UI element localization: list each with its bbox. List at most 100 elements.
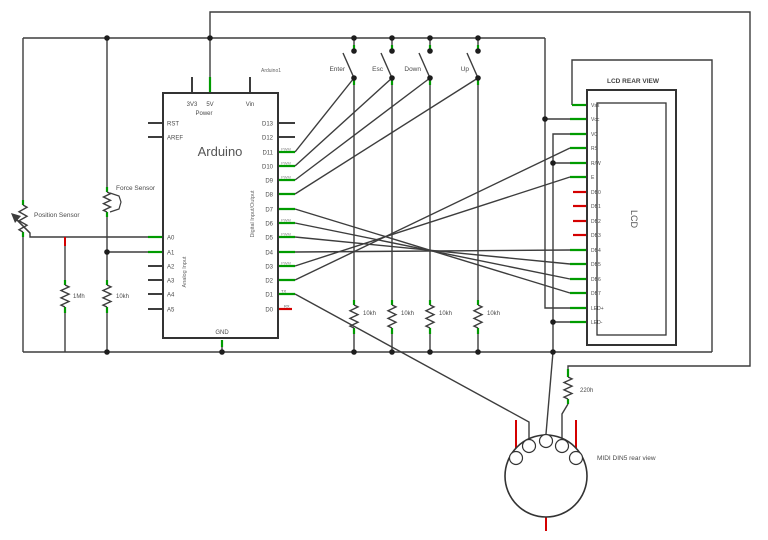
resistor-10kh-left[interactable]: [101, 284, 113, 308]
junction-dot: [427, 349, 433, 355]
arduino-designator: Arduino1: [261, 68, 281, 74]
pin-label-a4: A4: [167, 293, 175, 299]
wire-d2-rs: [294, 147, 571, 281]
junction-dot: [351, 75, 357, 81]
lcd-pin-rw: R/W: [591, 161, 601, 167]
junction-dot: [550, 349, 556, 355]
lcd-pin-ledplus: LED+: [591, 306, 604, 312]
switch-up-lever[interactable]: [466, 52, 479, 79]
lcd-pin-vss: Vss: [591, 103, 600, 109]
junction-dot: [351, 35, 357, 41]
r220h-label: 220h: [580, 388, 593, 394]
lcd-screen-label: LCD: [629, 210, 639, 229]
midi-pin4: [554, 438, 570, 454]
junction-dot: [389, 48, 395, 54]
lcd-pin-vcc: Vcc: [591, 117, 600, 123]
pin-label-vin: Vin: [246, 102, 255, 108]
pin-label-d10: D10: [262, 165, 274, 171]
position-sensor-arrow: [12, 215, 31, 234]
switch-esc-lever[interactable]: [380, 52, 393, 79]
force-sensor-body[interactable]: [101, 191, 113, 213]
arduino-box[interactable]: [162, 92, 279, 339]
pin-label-d12: D12: [262, 136, 274, 142]
junction-dot: [207, 35, 213, 41]
junction-dot: [389, 75, 395, 81]
junction-dot: [550, 160, 556, 166]
pin-label-a1: A1: [167, 251, 175, 257]
pin-label-d7: D7: [265, 208, 273, 214]
junction-dot: [104, 349, 110, 355]
button-label-down: Down: [404, 66, 421, 73]
wire-esc-d10: [294, 77, 393, 167]
pwm-marker-d11: PWM: [281, 147, 291, 152]
pin-label-d4: D4: [265, 251, 273, 257]
wire-lcd-vss-loop: [571, 59, 713, 352]
switch-down-lever[interactable]: [418, 52, 431, 79]
pullup4-label: 10kh: [487, 311, 500, 317]
wire-5v-midi-loop: [209, 11, 751, 369]
junction-dot: [351, 349, 357, 355]
wire-lcd-v0-gnd: [552, 133, 570, 352]
pwm-marker-d9: PWM: [281, 175, 291, 180]
pin-label-gnd: GND: [215, 330, 229, 336]
junction-dot: [389, 349, 395, 355]
junction-dot: [475, 75, 481, 81]
wire-d7-db7: [294, 208, 571, 294]
junction-dot: [104, 249, 110, 255]
lcd-pin-v0: V0: [591, 132, 597, 138]
button-label-esc: Esc: [372, 66, 384, 73]
position-sensor-body[interactable]: [17, 204, 29, 233]
pin-label-d1: D1: [265, 293, 273, 299]
lcd-title: LCD REAR VIEW: [607, 78, 660, 85]
pwm-marker-d5: PWM: [281, 232, 291, 237]
resistor-pullup-4[interactable]: [472, 304, 484, 329]
midi-pin2: [538, 433, 554, 449]
resistor-pullup-1[interactable]: [348, 304, 360, 329]
pwm-marker-d6: PWM: [281, 218, 291, 223]
pullup3-label: 10kh: [439, 311, 452, 317]
pin-label-aref: AREF: [167, 136, 183, 142]
midi-pin3: [568, 450, 584, 466]
resistor-220h[interactable]: [562, 376, 574, 400]
junction-dot: [542, 116, 548, 122]
resistor-pullup-3[interactable]: [424, 304, 436, 329]
midi-pin5: [521, 438, 537, 454]
switch-enter-lever[interactable]: [342, 52, 355, 79]
resistor-1mh[interactable]: [59, 284, 71, 308]
pwm-marker-d10: PWM: [281, 161, 291, 166]
lcd-pin-db0: DB0: [591, 190, 601, 196]
junction-dot: [389, 35, 395, 41]
wire-down-d9: [294, 77, 431, 181]
wire-position-wiper-a0: [12, 215, 148, 238]
digital-group-label: Digital Input/Output: [250, 190, 256, 238]
junction-dot: [475, 349, 481, 355]
wire-enter-d11: [294, 77, 355, 153]
lcd-pin-db1: DB1: [591, 204, 601, 210]
wire-gnd-midi2: [545, 351, 554, 435]
pin-label-a5: A5: [167, 308, 175, 314]
lcd-pin-db4: DB4: [591, 248, 601, 254]
pin-label-d13: D13: [262, 122, 274, 128]
junction-dot: [550, 319, 556, 325]
wire-220-midi4: [561, 403, 569, 440]
resistor-pullup-2[interactable]: [386, 304, 398, 329]
junction-dot: [351, 48, 357, 54]
pwm-marker-d3: PWM: [281, 261, 291, 266]
pin-label-d8: D8: [265, 193, 273, 199]
midi-pin1: [508, 450, 524, 466]
pullup2-label: 10kh: [401, 311, 414, 317]
pin-label-rst: RST: [167, 122, 179, 128]
lcd-pin-db3: DB3: [591, 233, 601, 239]
pin-label-d2: D2: [265, 279, 273, 285]
arduino-power-group: Power: [195, 111, 212, 117]
rx-marker: RX: [284, 304, 290, 309]
junction-dot: [104, 35, 110, 41]
pin-label-d6: D6: [265, 222, 273, 228]
pin-label-5v: 5V: [206, 102, 213, 108]
button-label-up: Up: [461, 66, 470, 73]
wiper-arrowhead: [11, 213, 21, 223]
pullup1-label: 10kh: [363, 311, 376, 317]
button-label-enter: Enter: [329, 66, 345, 73]
junction-dot: [475, 35, 481, 41]
